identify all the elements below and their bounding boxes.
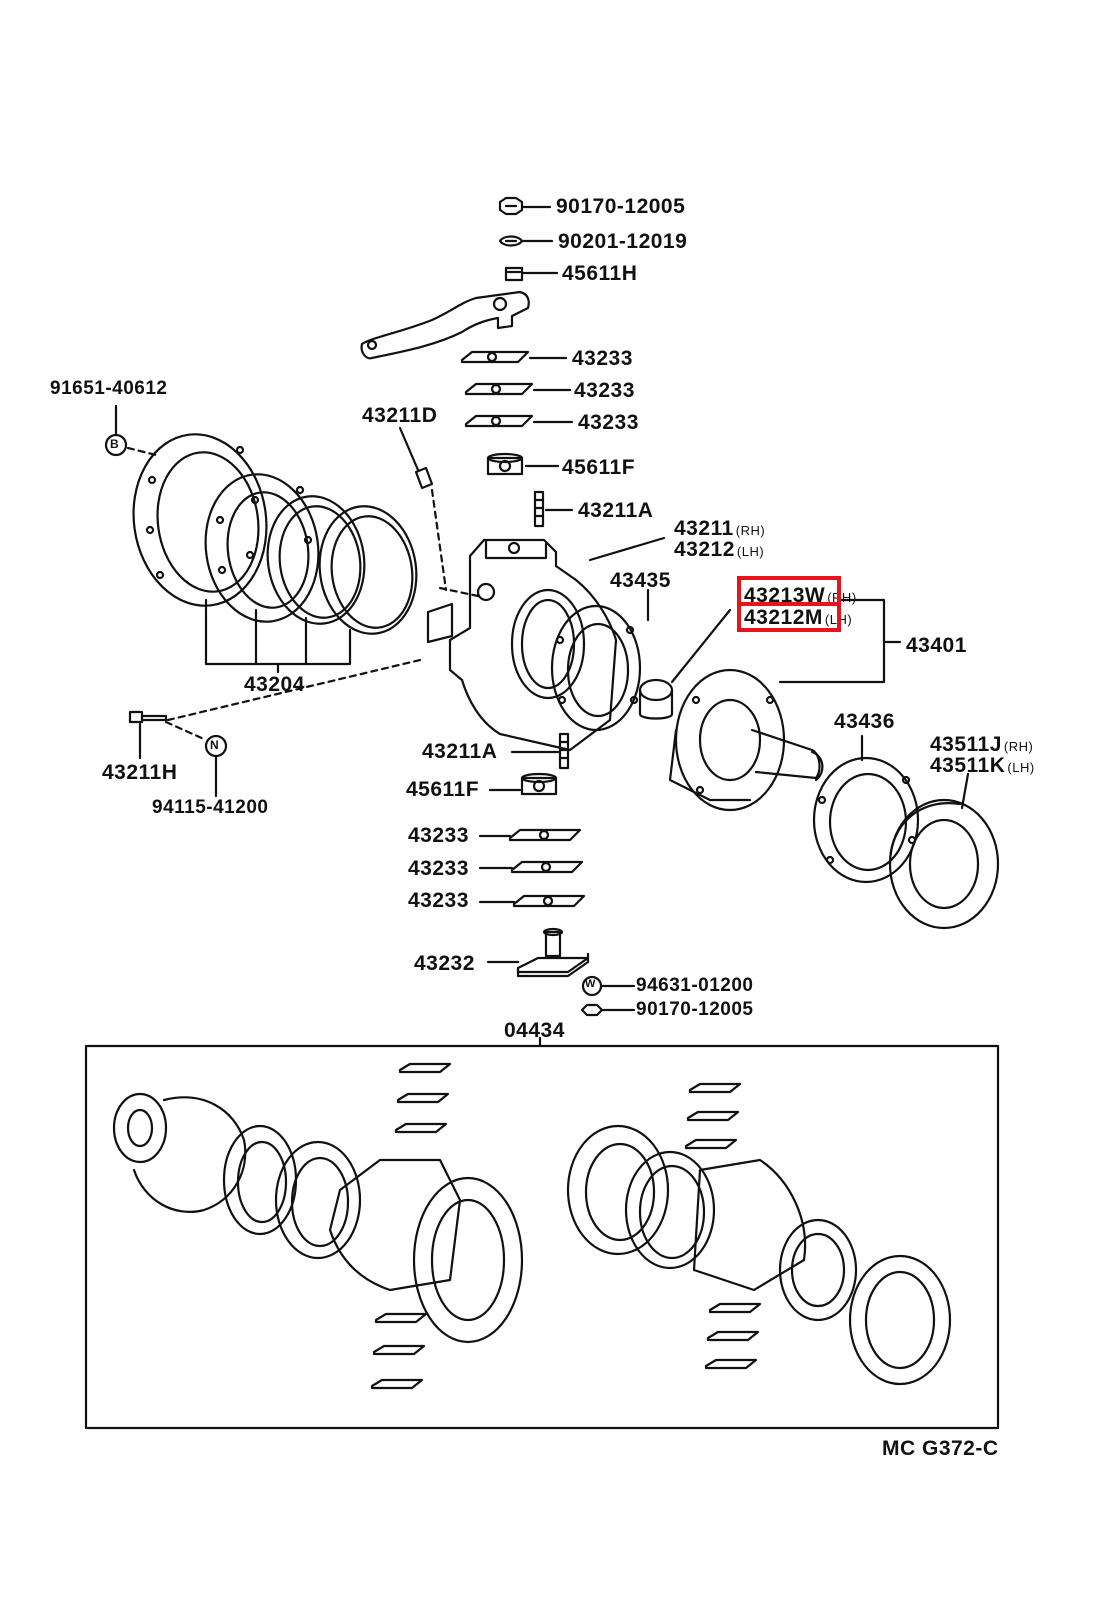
side-label-lh: (LH) — [736, 544, 765, 559]
side-label-lh: (LH) — [1007, 760, 1035, 775]
part-number-label: 43213W(RH) — [744, 585, 857, 606]
part-number-label: 94631-01200 — [636, 975, 754, 996]
stud-icon — [533, 490, 545, 528]
part-number-label: 45611F — [406, 778, 480, 801]
part-number-label: 43233 — [574, 379, 635, 402]
steering-arm — [360, 290, 530, 360]
part-number-label: 43233 — [408, 889, 469, 912]
part-number: 43511K — [930, 754, 1006, 777]
side-label-rh: (RH) — [827, 590, 857, 605]
felt-seal — [266, 495, 366, 625]
shim-icon — [512, 894, 586, 908]
oil-seal-plate — [132, 433, 268, 607]
steering-spindle — [668, 668, 824, 812]
callout-letter: W — [585, 978, 596, 990]
part-number-label: 43211(RH) — [674, 518, 765, 539]
part-number-label: 43511K(LH) — [930, 755, 1035, 776]
part-number-label: 43212(LH) — [674, 539, 764, 560]
diagram-code: MC G372-C — [882, 1437, 999, 1460]
part-number-label: 90170-12005 — [556, 195, 686, 218]
shim-icon — [460, 350, 530, 364]
stud-icon — [558, 732, 570, 770]
bearing-cap — [516, 927, 590, 978]
shim-icon — [510, 860, 584, 874]
seal-ring — [318, 505, 418, 635]
part-number-label: 43211D — [362, 404, 438, 427]
washer-icon — [498, 235, 524, 247]
part-number: 43211 — [674, 517, 734, 540]
nut-icon — [580, 1003, 604, 1017]
part-number: 43213W — [744, 584, 826, 607]
bushing-icon — [504, 266, 524, 282]
part-number-label: 91651-40612 — [50, 378, 168, 399]
part-number-label: 43401 — [906, 634, 967, 657]
part-number-label: 90201-12019 — [558, 230, 688, 253]
part-number-label: 43436 — [834, 710, 895, 733]
stud-icon — [414, 466, 434, 490]
part-number-label: 90170-12005 — [636, 999, 754, 1020]
bearing-icon — [486, 452, 524, 476]
part-number-label: 43211A — [422, 740, 498, 763]
part-number-label: 94115-41200 — [152, 797, 269, 818]
seal-retainer — [204, 473, 320, 623]
spindle-bushing — [638, 678, 674, 720]
part-number-label: 43233 — [408, 857, 469, 880]
shim-icon — [508, 828, 582, 842]
part-number: 43212M — [744, 606, 823, 629]
highlight-box-43212m — [737, 602, 841, 632]
nut-icon — [498, 196, 524, 216]
side-label-rh: (RH) — [735, 523, 766, 538]
steering-knuckle — [426, 538, 618, 752]
kit-left-assembly — [112, 1062, 524, 1390]
callout-letter: N — [210, 738, 219, 752]
kit-box — [84, 1044, 1000, 1430]
part-number-label: 45611H — [562, 262, 638, 285]
shim-icon — [464, 414, 534, 428]
part-number-label: 43232 — [414, 952, 475, 975]
part-number: 43511J — [930, 733, 1002, 756]
part-number-label: 43511J(RH) — [930, 734, 1033, 755]
part-number-label: 43435 — [610, 569, 671, 592]
part-number-label: 43233 — [572, 347, 633, 370]
kit-right-assembly — [566, 1082, 952, 1386]
part-number-label: 43233 — [578, 411, 639, 434]
part-number: 43212 — [674, 538, 735, 561]
bolt-icon — [128, 710, 168, 724]
gasket — [550, 604, 642, 732]
bearing-icon — [520, 772, 558, 796]
part-number-label: 45611F — [562, 456, 636, 479]
part-number-label: 43233 — [408, 824, 469, 847]
dust-cover — [888, 798, 1000, 930]
part-number-label: 43211A — [578, 499, 654, 522]
part-number-label: 43204 — [244, 673, 305, 696]
side-label-rh: (RH) — [1003, 739, 1034, 754]
gasket — [812, 756, 920, 884]
callout-letter: B — [110, 437, 119, 451]
kit-number-label: 04434 — [504, 1019, 565, 1042]
part-number-label: 43211H — [102, 761, 178, 784]
shim-icon — [464, 382, 534, 396]
